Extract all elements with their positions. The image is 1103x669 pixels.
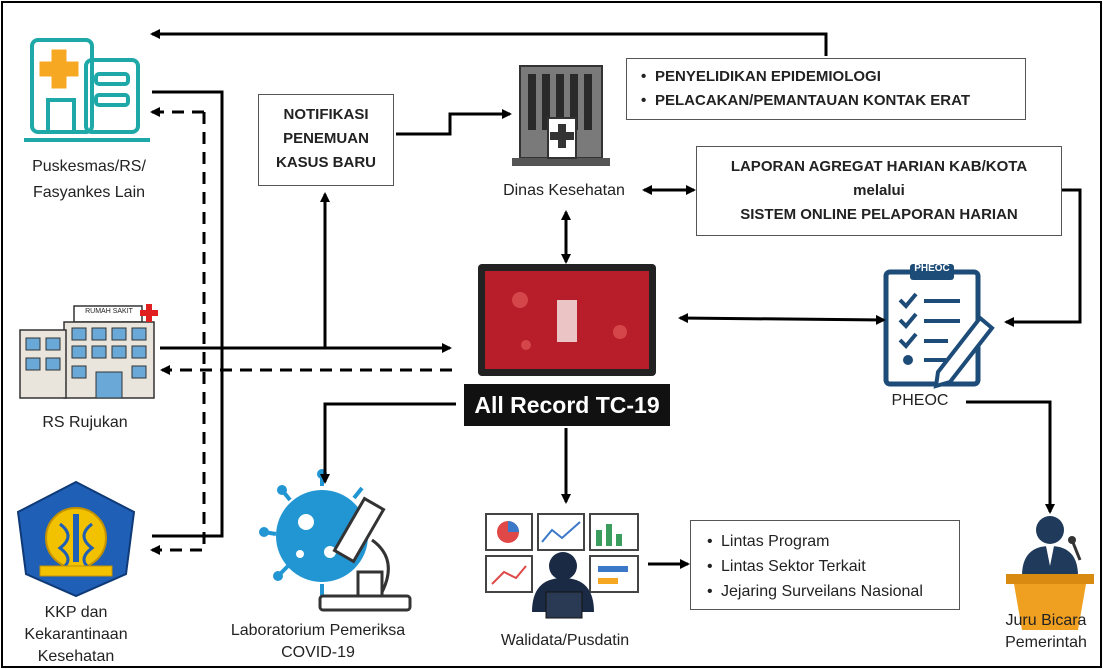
juru-bicara-label-line2: Pemerintah [1005,634,1087,651]
laporan-text: LAPORAN AGREGAT HARIAN KAB/KOTA melalui … [697,155,1061,227]
arrow-notifikasi-to-dinas [396,109,512,136]
kkp-label: KKP dan Kekarantinaan Kesehatan [6,602,146,668]
lintas-list: Lintas Program Lintas Sektor Terkait Jej… [703,529,923,604]
arrow-pheoc-to-juru-bicara [966,400,1055,514]
lintas-item-1: Lintas Program [707,529,923,554]
epidemiologi-item-1: PENYELIDIKAN EPIDEMIOLOGI [641,65,970,89]
juru-bicara-label-line1: Juru Bicara [1005,612,1087,629]
left-trunk-line [152,90,224,538]
arrow-record-to-lab [320,402,456,484]
notifikasi-box: NOTIFIKASI PENEMUAN KASUS BARU [258,94,394,186]
laporan-line1: LAPORAN AGREGAT HARIAN KAB/KOTA [730,158,1028,175]
arrow-laptop-pheoc [678,313,886,325]
walidata-icon [485,513,639,619]
dashed-connectors [150,107,452,555]
rs-rujukan-icon [19,304,158,399]
all-record-label[interactable]: All Record TC-19 [474,392,660,418]
lintas-box: Lintas Program Lintas Sektor Terkait Jej… [690,520,960,610]
dashed-to-kkp [150,112,206,555]
dinas-label: Dinas Kesehatan [503,182,625,199]
walidata-label: Walidata/Pusdatin [500,632,630,649]
dinas-kesehatan-icon [512,65,610,166]
juru-bicara-speaker-icon [1006,516,1094,630]
pheoc-label: PHEOC [891,392,949,409]
notifikasi-line3: KASUS BARU [275,154,376,171]
pheoc-clipboard-icon [883,264,995,389]
laporan-box: LAPORAN AGREGAT HARIAN KAB/KOTA melalui … [696,146,1062,236]
laboratorium-icon [259,469,412,612]
all-record-label-bg [464,384,670,426]
puskesmas-label-line1: Puskesmas/RS/ [32,158,146,175]
lintas-item-2: Lintas Sektor Terkait [707,554,923,579]
notifikasi-line2: PENEMUAN [283,130,369,147]
laboratorium-label: Laboratorium Pemeriksa COVID-19 [208,620,428,664]
puskesmas-label: Puskesmas/RS/ Fasyankes Lain [4,154,174,206]
puskesmas-icon [24,38,150,142]
epidemiologi-item-2: PELACAKAN/PEMANTAUAN KONTAK ERAT [641,89,970,113]
kkp-emblem-icon [16,480,136,598]
laporan-line3: SISTEM ONLINE PELAPORAN HARIAN [740,206,1018,223]
laboratorium-label-line1: Laboratorium Pemeriksa [230,622,406,639]
laptop-icon[interactable] [478,264,656,376]
rs-rujukan-sign: RUMAH SAKIT [85,308,133,315]
rs-rujukan-label: RS Rujukan [42,414,128,431]
kkp-label-line1: KKP dan [44,604,108,621]
pheoc-clipboard-sign: PHEOC [914,263,950,274]
epidemiologi-box: PENYELIDIKAN EPIDEMIOLOGI PELACAKAN/PEMA… [626,58,1026,120]
connector-lines [150,29,1082,569]
notifikasi-line1: NOTIFIKASI [283,106,369,123]
puskesmas-label-line2: Fasyankes Lain [32,184,146,201]
epidemiologi-list: PENYELIDIKAN EPIDEMIOLOGI PELACAKAN/PEMA… [637,65,970,113]
kkp-label-line2: Kekarantinaan [24,626,128,643]
arrow-dinas-to-puskesmas [150,29,828,56]
notifikasi-text: NOTIFIKASI PENEMUAN KASUS BARU [259,103,393,175]
lintas-item-3: Jejaring Surveilans Nasional [707,579,923,604]
arrow-laporan-to-pheoc [1004,188,1082,327]
laporan-line2: melalui [853,182,905,199]
laboratorium-label-line2: COVID-19 [281,644,355,661]
juru-bicara-label: Juru Bicara Pemerintah [990,610,1102,654]
kkp-label-line3: Kesehatan [37,648,115,665]
